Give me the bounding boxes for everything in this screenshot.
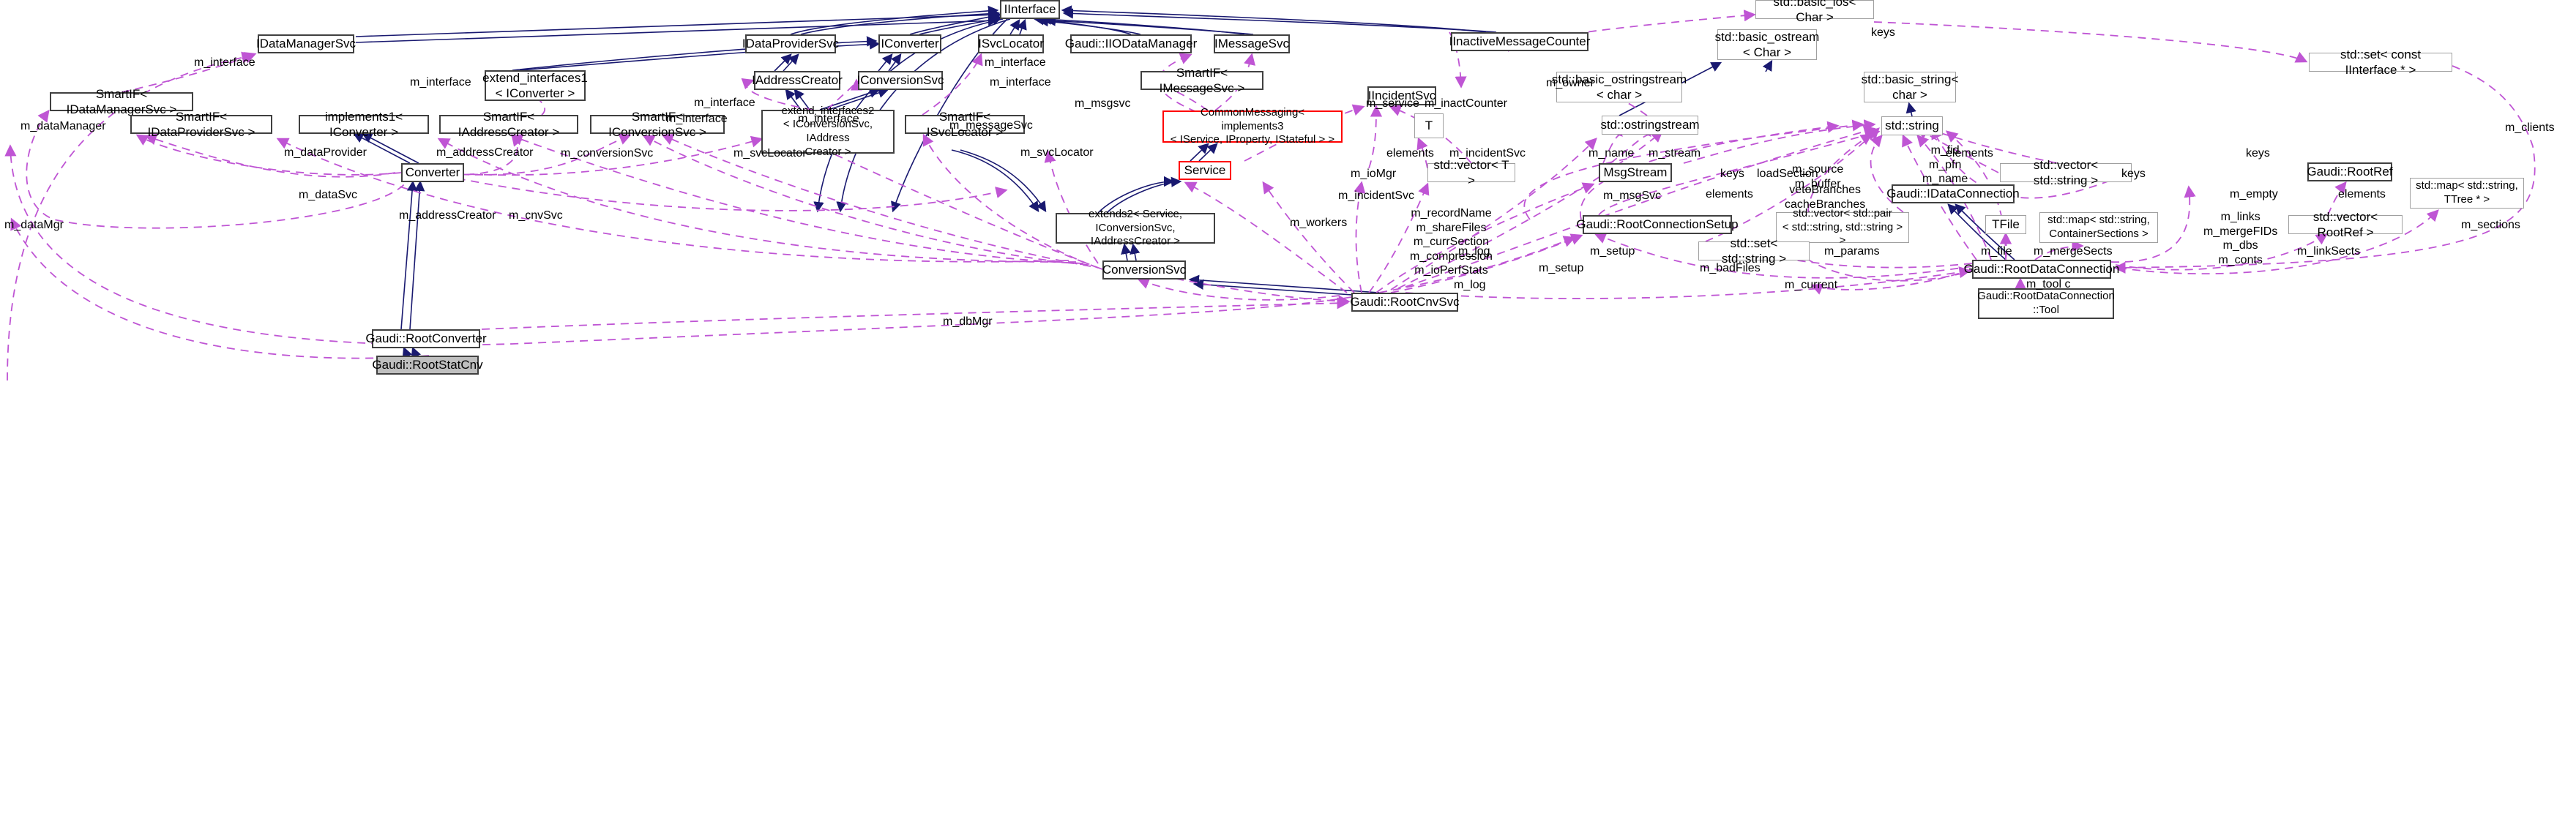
node-std-string[interactable]: std::string (1881, 116, 1943, 135)
node-msgstream[interactable]: MsgStream (1599, 163, 1672, 182)
node-iconverter[interactable]: IConverter (878, 34, 941, 53)
node-service[interactable]: Service (1179, 161, 1231, 180)
node-std-set-const-iinterface[interactable]: std::set< const IInterface * > (2309, 48, 2452, 77)
node-std-vector-rootref[interactable]: std::vector< RootRef > (2288, 210, 2403, 239)
node-gaudi-rootcnvsvc[interactable]: Gaudi::RootCnvSvc (1350, 293, 1460, 312)
node-smartif-idataprovidersvc[interactable]: SmartIF< IDataProviderSvc > (130, 110, 272, 139)
node-std-set-std-string[interactable]: std::set< std::string > (1698, 236, 1810, 266)
node-std-vector-T[interactable]: std::vector< T > (1427, 158, 1515, 187)
node-iconversionsvc[interactable]: IConversionSvc (856, 71, 944, 90)
node-implements1-iconverter[interactable]: implements1< IConverter > (299, 110, 429, 139)
node-gaudi-rootref[interactable]: Gaudi::RootRef (2307, 162, 2393, 181)
node-gaudi-idataconnection[interactable]: Gaudi::IDataConnection (1886, 184, 2020, 203)
node-std-ostringstream[interactable]: std::ostringstream (1600, 116, 1700, 135)
node-std-basic-string-char[interactable]: std::basic_string< char > (1861, 72, 1959, 102)
node-converter[interactable]: Converter (401, 163, 464, 182)
node-commonmessaging-implements3[interactable]: CommonMessaging< implements3 < IService,… (1162, 106, 1343, 146)
node-conversionsvc[interactable]: ConversionSvc (1102, 260, 1186, 280)
node-gaudi-rootdataconnection-tool[interactable]: Gaudi::RootDataConnection ::Tool (1977, 288, 2115, 319)
node-std-basic-ios-char[interactable]: std::basic_ios< Char > (1755, 0, 1874, 24)
node-std-vector-pair-string-string[interactable]: std::vector< std::pair < std::string, st… (1776, 207, 1909, 247)
node-isvclocator[interactable]: ISvcLocator (978, 34, 1044, 53)
node-idatamanagersvc[interactable]: IDataManagerSvc (256, 34, 356, 53)
node-iaddresscreator[interactable]: IAddressCreator (752, 71, 843, 90)
node-std-vector-std-string[interactable]: std::vector< std::string > (2000, 158, 2132, 187)
node-smartif-imessagesvc[interactable]: SmartIF< IMessageSvc > (1140, 66, 1263, 95)
node-iincidentsvc[interactable]: IIncidentSvc (1367, 86, 1436, 105)
node-imessagesvc[interactable]: IMessageSvc (1214, 34, 1290, 53)
node-std-map-string-containersections[interactable]: std::map< std::string, ContainerSections… (2039, 212, 2158, 243)
node-gaudi-rootdataconnection[interactable]: Gaudi::RootDataConnection (1964, 260, 2119, 279)
node-std-basic-ostringstream-char[interactable]: std::basic_ostringstream < char > (1551, 72, 1687, 102)
node-std-map-string-ttree[interactable]: std::map< std::string, TTree * > (2410, 178, 2524, 209)
node-iinactivemessagecounter[interactable]: IInactiveMessageCounter (1449, 32, 1590, 51)
node-gaudi-rootconverter[interactable]: Gaudi::RootConverter (365, 329, 487, 348)
node-extend-interfaces1-iconverter[interactable]: extend_interfaces1 < IConverter > (482, 70, 588, 101)
node-gaudi-iiodatamanager[interactable]: Gaudi::IIODataManager (1065, 34, 1197, 53)
node-gaudi-rootstatcnv[interactable]: Gaudi::RootStatCnv (372, 356, 483, 375)
node-tfile[interactable]: TFile (1985, 215, 2026, 234)
node-gaudi-rootconnectionsetup[interactable]: Gaudi::RootConnectionSetup (1576, 215, 1739, 234)
node-std-basic-ostream-char[interactable]: std::basic_ostream < Char > (1714, 29, 1820, 60)
node-smartif-isvclocator[interactable]: SmartIF< ISvcLocator > (905, 110, 1025, 139)
node-iinterface[interactable]: IInterface (1000, 0, 1060, 19)
node-smartif-iaddresscreator[interactable]: SmartIF< IAddressCreator > (439, 110, 578, 139)
node-smartif-iconversionsvc[interactable]: SmartIF< IConversionSvc > (590, 110, 725, 139)
node-idataprovidersvc[interactable]: IDataProviderSvc (742, 34, 839, 53)
node-extend-interfaces2[interactable]: extend_interfaces2 < IConversionSvc, IAd… (761, 105, 895, 158)
node-template-T[interactable]: T (1414, 113, 1444, 138)
node-extends2-service[interactable]: extends2< Service, IConversionSvc, IAddr… (1056, 208, 1215, 247)
